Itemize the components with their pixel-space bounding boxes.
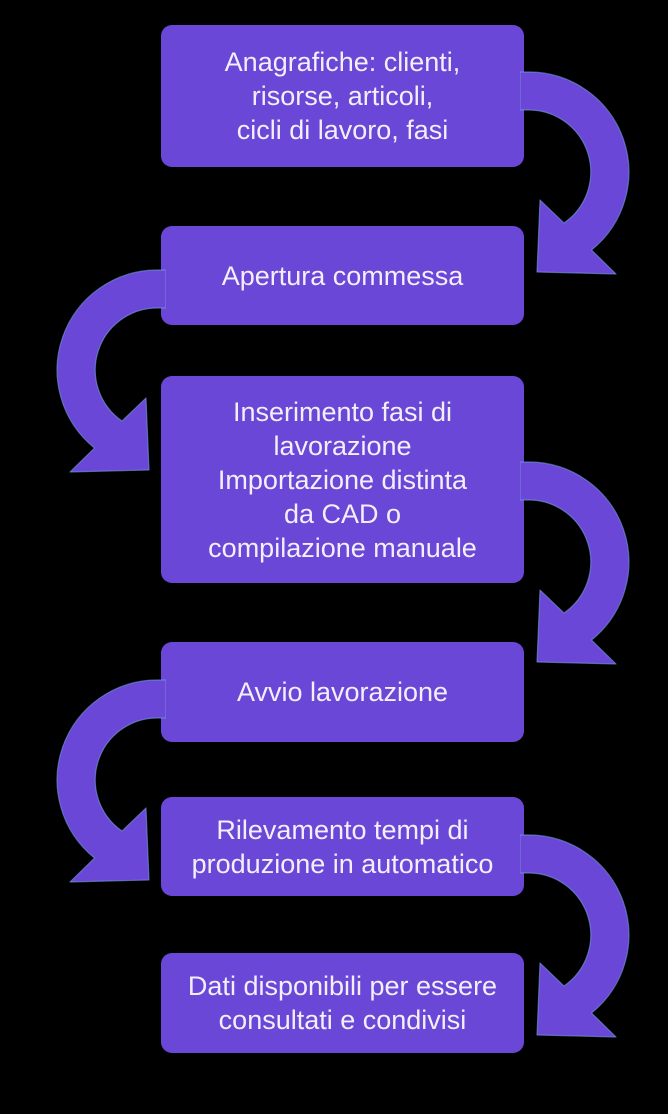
connector-arrow-step2-to-step3 <box>50 260 166 478</box>
step-inserimento-fasi: Inserimento fasi di lavorazione Importaz… <box>161 376 524 583</box>
curved-arrow-graphic <box>56 679 166 883</box>
step-inserimento-fasi-label: Inserimento fasi di lavorazione Importaz… <box>208 396 477 563</box>
connector-arrow-step1-to-step2 <box>520 62 636 280</box>
step-apertura-commessa-label: Apertura commessa <box>221 260 464 291</box>
step-dati-disponibili-label: Dati disponibili per essere consultati e… <box>187 971 498 1035</box>
curved-arrow-graphic <box>56 269 166 473</box>
connector-arrow-step3-to-step4 <box>520 452 636 670</box>
step-dati-disponibili: Dati disponibili per essere consultati e… <box>161 953 524 1053</box>
connector-arrow-step4-to-step5 <box>50 670 166 888</box>
connector-arrow-step5-to-step6 <box>520 825 636 1043</box>
step-avvio-lavorazione: Avvio lavorazione <box>161 642 524 742</box>
step-rilevamento-tempi-label: Rilevamento tempi di produzione in autom… <box>191 814 494 879</box>
curved-arrow-graphic <box>520 71 630 275</box>
step-rilevamento-tempi: Rilevamento tempi di produzione in autom… <box>161 797 524 896</box>
step-avvio-lavorazione-label: Avvio lavorazione <box>236 677 449 707</box>
step-anagrafiche-label: Anagrafiche: clienti, risorse, articoli,… <box>224 47 461 145</box>
curved-arrow-graphic <box>520 461 630 665</box>
curved-arrow-graphic <box>520 834 630 1038</box>
step-apertura-commessa: Apertura commessa <box>161 226 524 325</box>
step-anagrafiche: Anagrafiche: clienti, risorse, articoli,… <box>161 25 524 167</box>
